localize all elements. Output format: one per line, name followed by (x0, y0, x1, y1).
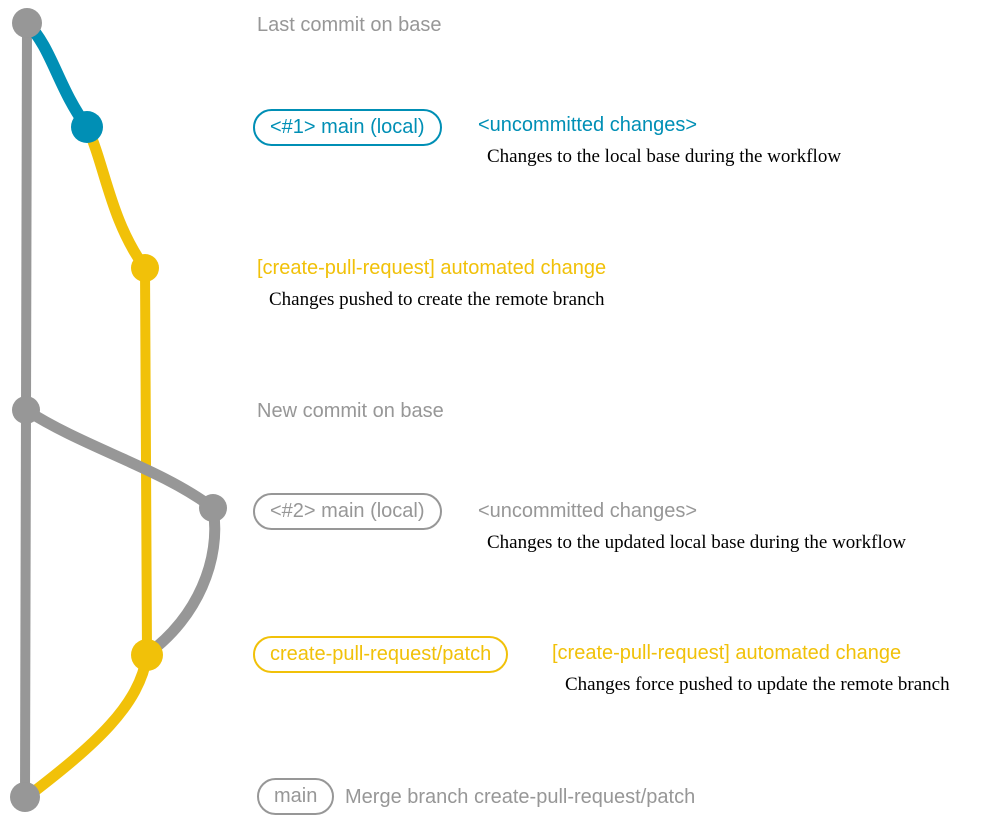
edge-base-to-local2 (20, 404, 219, 514)
edge-patch2-to-merge (21, 649, 153, 803)
branch-badge-patch: create-pull-request/patch (253, 636, 509, 673)
commit-dot-new-base (12, 396, 40, 424)
edge-local2-to-patch2 (144, 502, 221, 658)
commit-message-merge: Merge branch create-pull-request/patch (345, 786, 696, 808)
note-push2: Changes force pushed to update the remot… (565, 674, 950, 695)
milestone-last-commit: Last commit on base (257, 14, 442, 36)
edge-base-to-local1 (21, 17, 93, 133)
note-local1: Changes to the local base during the wor… (487, 146, 842, 167)
status-local2: <uncommitted changes> (478, 500, 698, 522)
commit-dot-local1 (71, 111, 103, 143)
commit-graph (10, 8, 227, 812)
note-local2: Changes to the updated local base during… (487, 532, 906, 553)
patch-branch-line (140, 263, 152, 660)
note-push1: Changes pushed to create the remote bran… (269, 289, 605, 310)
commit-dot-last-base (12, 8, 42, 38)
edge-local1-to-patch1 (81, 121, 151, 274)
commit-message-push2: [create-pull-request] automated change (552, 642, 902, 664)
branch-badge-local2: <#2> main (local) (253, 493, 442, 530)
commit-dot-merge (10, 782, 40, 812)
milestone-new-commit: New commit on base (257, 400, 444, 422)
branch-badge-main: main (257, 778, 335, 815)
commit-dot-local2 (199, 494, 227, 522)
commit-dot-patch2 (131, 639, 163, 671)
status-local1: <uncommitted changes> (478, 114, 698, 136)
commit-dot-patch1 (131, 254, 159, 282)
commit-message-push1: [create-pull-request] automated change (257, 257, 607, 279)
branch-badge-local1: <#1> main (local) (253, 109, 442, 146)
